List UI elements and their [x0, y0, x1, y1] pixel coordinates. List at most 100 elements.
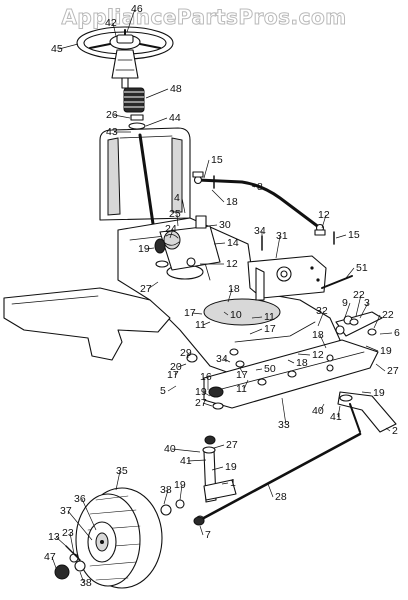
callout-12a: 12 [226, 258, 238, 270]
leader-42 [112, 22, 117, 37]
deck-panel [3, 287, 171, 361]
callout-24: 24 [165, 223, 177, 235]
leader-20 [177, 363, 187, 368]
leader-17a [191, 312, 203, 315]
leader-36 [81, 498, 97, 531]
callout-12b: 12 [318, 209, 330, 221]
leader-8 [251, 185, 256, 188]
hardware [186, 175, 377, 410]
leader-34b [223, 358, 231, 363]
callout-44: 44 [169, 112, 181, 124]
callout-11a: 11 [195, 319, 206, 331]
callout-37: 37 [60, 505, 72, 517]
leader-38a [163, 489, 169, 505]
leader-17d [239, 367, 245, 376]
callout-27b: 27 [387, 365, 399, 377]
steering-bracket [247, 255, 327, 301]
callout-33: 33 [278, 419, 290, 431]
leader-4 [181, 197, 186, 214]
leader-19e [211, 466, 224, 471]
leader-6 [379, 332, 393, 335]
callout-12c: 12 [312, 349, 324, 361]
leader-51 [345, 267, 355, 279]
callout-20: 20 [170, 361, 182, 373]
ball-joint-7 [193, 516, 205, 526]
callout-18d: 18 [296, 357, 308, 369]
callout-36: 36 [74, 493, 86, 505]
front-axle [203, 339, 379, 409]
callout-17d: 17 [236, 369, 248, 381]
hub-cap-47 [54, 564, 70, 580]
leader-27b [375, 363, 386, 372]
callout-19c: 19 [195, 386, 207, 398]
leader-19f [179, 484, 183, 501]
leader-9 [343, 302, 351, 321]
sector-gear [159, 215, 221, 271]
column-spring [123, 87, 145, 113]
callout-27a: 27 [140, 283, 152, 295]
callout-8: 8 [257, 181, 263, 193]
leader-19b [365, 345, 379, 352]
callout-31: 31 [276, 230, 288, 242]
leader-25 [176, 213, 179, 227]
leader-11b [251, 316, 263, 319]
callout-17b: 17 [264, 323, 276, 335]
callout-38b: 38 [80, 577, 92, 589]
leader-37 [67, 510, 93, 541]
leader-17c [174, 371, 177, 376]
callout-51: 51 [356, 262, 368, 274]
callout-17a: 17 [184, 307, 196, 319]
watermark: AppliancePartsPros.com [61, 5, 346, 29]
callout-29: 29 [180, 347, 192, 359]
callout-7: 7 [205, 529, 211, 541]
leader-45 [58, 43, 79, 50]
leader-15a [203, 159, 210, 179]
leader-50 [255, 368, 263, 371]
callout-11b: 11 [264, 311, 275, 323]
callout-40b: 40 [164, 443, 176, 455]
callout-46: 46 [131, 3, 143, 15]
callout-18a: 18 [226, 196, 238, 208]
steering-wheel[interactable] [76, 26, 174, 60]
hub-washer-23 [69, 553, 79, 563]
callout-34a: 34 [254, 225, 266, 237]
tie-rod [195, 432, 362, 525]
leader-13 [55, 536, 67, 547]
callout-45: 45 [51, 43, 63, 55]
callout-1: 1 [230, 477, 236, 489]
leader-18a [211, 189, 225, 203]
callout-27d: 27 [226, 439, 238, 451]
callout-6: 6 [394, 327, 400, 339]
steering-column-top [111, 49, 139, 89]
leader-22b [373, 314, 381, 329]
callout-23: 23 [62, 527, 74, 539]
callout-19f: 19 [174, 479, 186, 491]
callout-19e: 19 [225, 461, 237, 473]
leader-11c [243, 379, 249, 390]
drag-link [192, 171, 326, 236]
right-spindle [337, 391, 397, 433]
callout-17c: 17 [167, 369, 179, 381]
leader-33 [281, 397, 287, 426]
leader-1 [221, 482, 229, 485]
callout-41a: 41 [330, 411, 342, 423]
leader-19a [145, 247, 155, 250]
callout-9: 9 [342, 297, 348, 309]
leader-7 [199, 525, 204, 536]
leader-12c [297, 353, 311, 356]
leader-18c [319, 334, 327, 349]
leader-5 [167, 385, 177, 392]
rod-51 [321, 275, 353, 289]
callout-22b: 22 [382, 309, 394, 321]
callout-18b: 18 [228, 283, 240, 295]
front-wheel [75, 487, 163, 589]
callout-22a: 22 [353, 289, 365, 301]
callout-42: 42 [105, 17, 117, 29]
callout-16: 16 [200, 371, 212, 383]
leader-32 [317, 310, 325, 327]
callout-15a: 15 [211, 154, 223, 166]
callout-11c: 11 [236, 383, 247, 395]
callout-15b: 15 [348, 229, 360, 241]
callout-47: 47 [44, 551, 56, 563]
leader-18d [287, 359, 295, 364]
